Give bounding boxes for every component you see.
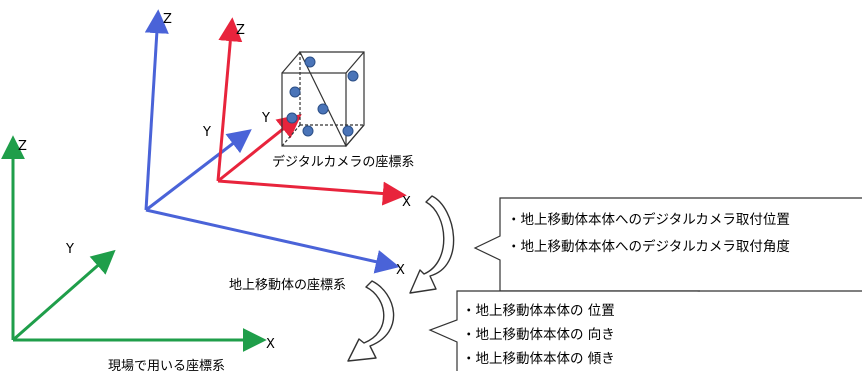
vehicle-y-axis (145, 129, 252, 212)
camera-frame-caption: デジタルカメラの座標系 (272, 154, 414, 170)
callout-vehicle-pose: ・地上移動体本体の 位置 ・地上移動体本体の 向き ・地上移動体本体の 傾き (428, 290, 700, 371)
curved-arrow-camera-to-vehicle (409, 195, 455, 294)
cube-marker (304, 56, 316, 68)
vehicle-x-axis (145, 208, 400, 274)
callout-vehicle-pose-item: ・地上移動体本体の 位置 (462, 303, 615, 319)
cube-marker (289, 86, 301, 98)
site-x-label: X (266, 337, 275, 352)
camera-z-axis (216, 17, 243, 182)
cube-marker (317, 103, 329, 115)
curved-arrow-vehicle-to-site (347, 280, 395, 362)
site-coordinate-frame: Z Y X 現場で用いる座標系 (0, 135, 275, 371)
vehicle-frame-caption: 地上移動体の座標系 (229, 278, 346, 293)
vehicle-x-label: X (396, 263, 405, 278)
callout-camera-mount: ・地上移動体本体へのデジタルカメラ取付位置 ・地上移動体本体へのデジタルカメラ取… (473, 197, 862, 292)
callout-vehicle-pose-item: ・地上移動体本体の 向き (462, 327, 615, 343)
cube-marker-dots (286, 56, 359, 137)
site-y-axis (12, 249, 116, 342)
callout-camera-mount-item: ・地上移動体本体へのデジタルカメラ取付角度 (507, 238, 790, 255)
vehicle-z-label: Z (163, 12, 172, 27)
vehicle-z-axis (144, 9, 169, 211)
vehicle-y-label: Y (202, 125, 211, 140)
cube-marker (342, 125, 354, 137)
camera-y-axis (217, 114, 302, 183)
site-y-label: Y (65, 242, 74, 257)
cube-marker (286, 112, 298, 124)
site-z-label: Z (18, 139, 27, 154)
callout-camera-mount-item: ・地上移動体本体へのデジタルカメラ取付位置 (507, 211, 790, 228)
camera-x-label: X (402, 195, 411, 210)
site-frame-caption: 現場で用いる座標系 (108, 359, 225, 371)
cube-marker (302, 125, 314, 137)
cube-marker (347, 70, 359, 82)
callout-vehicle-pose-item: ・地上移動体本体の 傾き (462, 351, 615, 367)
camera-x-axis (217, 179, 407, 206)
camera-y-label: Y (261, 111, 270, 126)
vehicle-coordinate-frame: Z Y X 地上移動体の座標系 (144, 9, 405, 293)
camera-z-label: Z (236, 23, 245, 38)
camera-coordinate-frame: Z Y X デジタルカメラの座標系 (216, 17, 414, 210)
camera-cube-icon (281, 51, 365, 148)
